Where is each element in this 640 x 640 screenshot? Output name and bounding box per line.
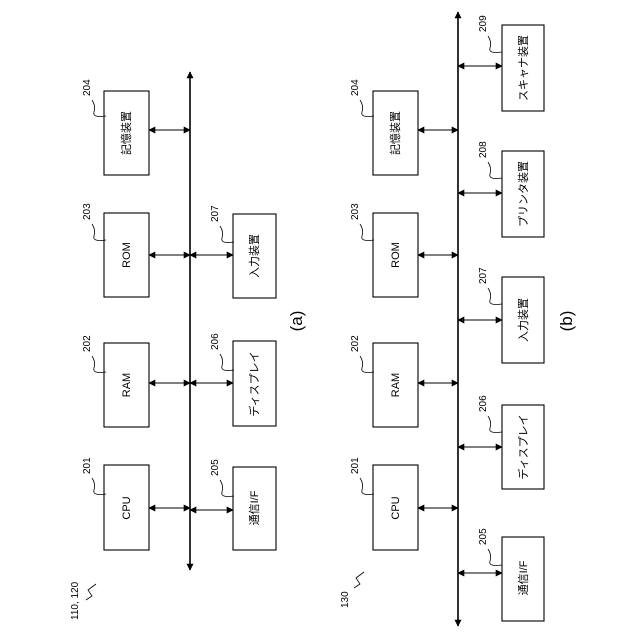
panel-b-ram-label: RAM: [390, 373, 402, 397]
panel-a-display-label: ディスプレイ: [247, 351, 261, 416]
panel-a-cpu-ref: 201: [82, 457, 93, 474]
figure-ref-top-text: 110, 120: [70, 581, 81, 620]
panel-b-input-ref: 207: [478, 267, 489, 284]
panel-a-display: ディスプレイ 206: [190, 333, 276, 426]
panel-b-printer-ref: 208: [478, 141, 489, 158]
panel-b-display-label: ディスプレイ: [516, 414, 530, 479]
panel-a-ram-label: RAM: [121, 373, 133, 397]
panel-b-scanner-label: スキャナ装置: [517, 35, 530, 101]
panel-b-cpu-ref: 201: [350, 457, 361, 474]
panel-a-cpu-label: CPU: [121, 496, 133, 519]
panel-b-caption: (b): [557, 311, 576, 332]
panel-a-cpu: CPU 201: [82, 457, 190, 550]
panel-b-printer: プリンタ装置 208: [458, 141, 544, 237]
panel-a-comm-if: 通信I/F 205: [190, 459, 276, 550]
figure-ref-bottom-text: 130: [340, 591, 351, 608]
panel-b-cpu-label: CPU: [390, 496, 402, 519]
panel-b-storage-label: 記憶装置: [388, 111, 402, 155]
panel-b-printer-label: プリンタ装置: [517, 161, 530, 227]
panel-a-storage-label: 記憶装置: [119, 111, 133, 155]
panel-a-rom-label: ROM: [121, 242, 133, 268]
panel-a-rom: ROM 203: [82, 203, 190, 297]
panel-a-comm-if-label: 通信I/F: [248, 490, 261, 525]
panel-a-input-ref: 207: [210, 205, 221, 222]
panel-b-ram: RAM 202: [350, 335, 458, 427]
panel-b-comm-if-label: 通信I/F: [517, 560, 530, 595]
panel-b-cpu: CPU 201: [350, 457, 458, 550]
panel-b-scanner: スキャナ装置 209: [458, 15, 544, 111]
panel-b-scanner-ref: 209: [478, 15, 489, 32]
panel-b-rom-ref: 203: [350, 203, 361, 220]
panel-a-input: 入力装置 207: [190, 205, 276, 298]
panel-a: CPU 201 RAM 202 ROM 203 記憶装置 204: [82, 72, 306, 570]
panel-b: CPU 201 RAM 202 ROM 203 記憶装置 204: [350, 12, 576, 626]
figure-ref-bottom: 130: [340, 572, 364, 608]
panel-b-rom-label: ROM: [390, 242, 402, 268]
panel-b-display-ref: 206: [478, 395, 489, 412]
panel-b-comm-if-ref: 205: [478, 528, 489, 545]
panel-a-input-label: 入力装置: [248, 234, 261, 278]
panel-a-caption: (a): [287, 311, 306, 332]
panel-a-display-ref: 206: [210, 333, 221, 350]
panel-b-rom: ROM 203: [350, 203, 458, 297]
panel-b-ram-ref: 202: [350, 335, 361, 352]
figure-ref-top: 110, 120: [70, 581, 96, 620]
panel-b-input-label: 入力装置: [517, 298, 530, 342]
panel-b-display: ディスプレイ 206: [458, 395, 544, 489]
panel-a-storage: 記憶装置 204: [82, 79, 190, 175]
panel-a-ram-ref: 202: [82, 335, 93, 352]
panel-a-comm-if-ref: 205: [210, 459, 221, 476]
panel-b-comm-if: 通信I/F 205: [458, 528, 544, 621]
panel-b-storage: 記憶装置 204: [350, 79, 458, 175]
panel-a-storage-ref: 204: [82, 79, 93, 96]
panel-b-input: 入力装置 207: [458, 267, 544, 363]
panel-a-ram: RAM 202: [82, 335, 190, 427]
panel-b-storage-ref: 204: [350, 79, 361, 96]
panel-a-rom-ref: 203: [82, 203, 93, 220]
